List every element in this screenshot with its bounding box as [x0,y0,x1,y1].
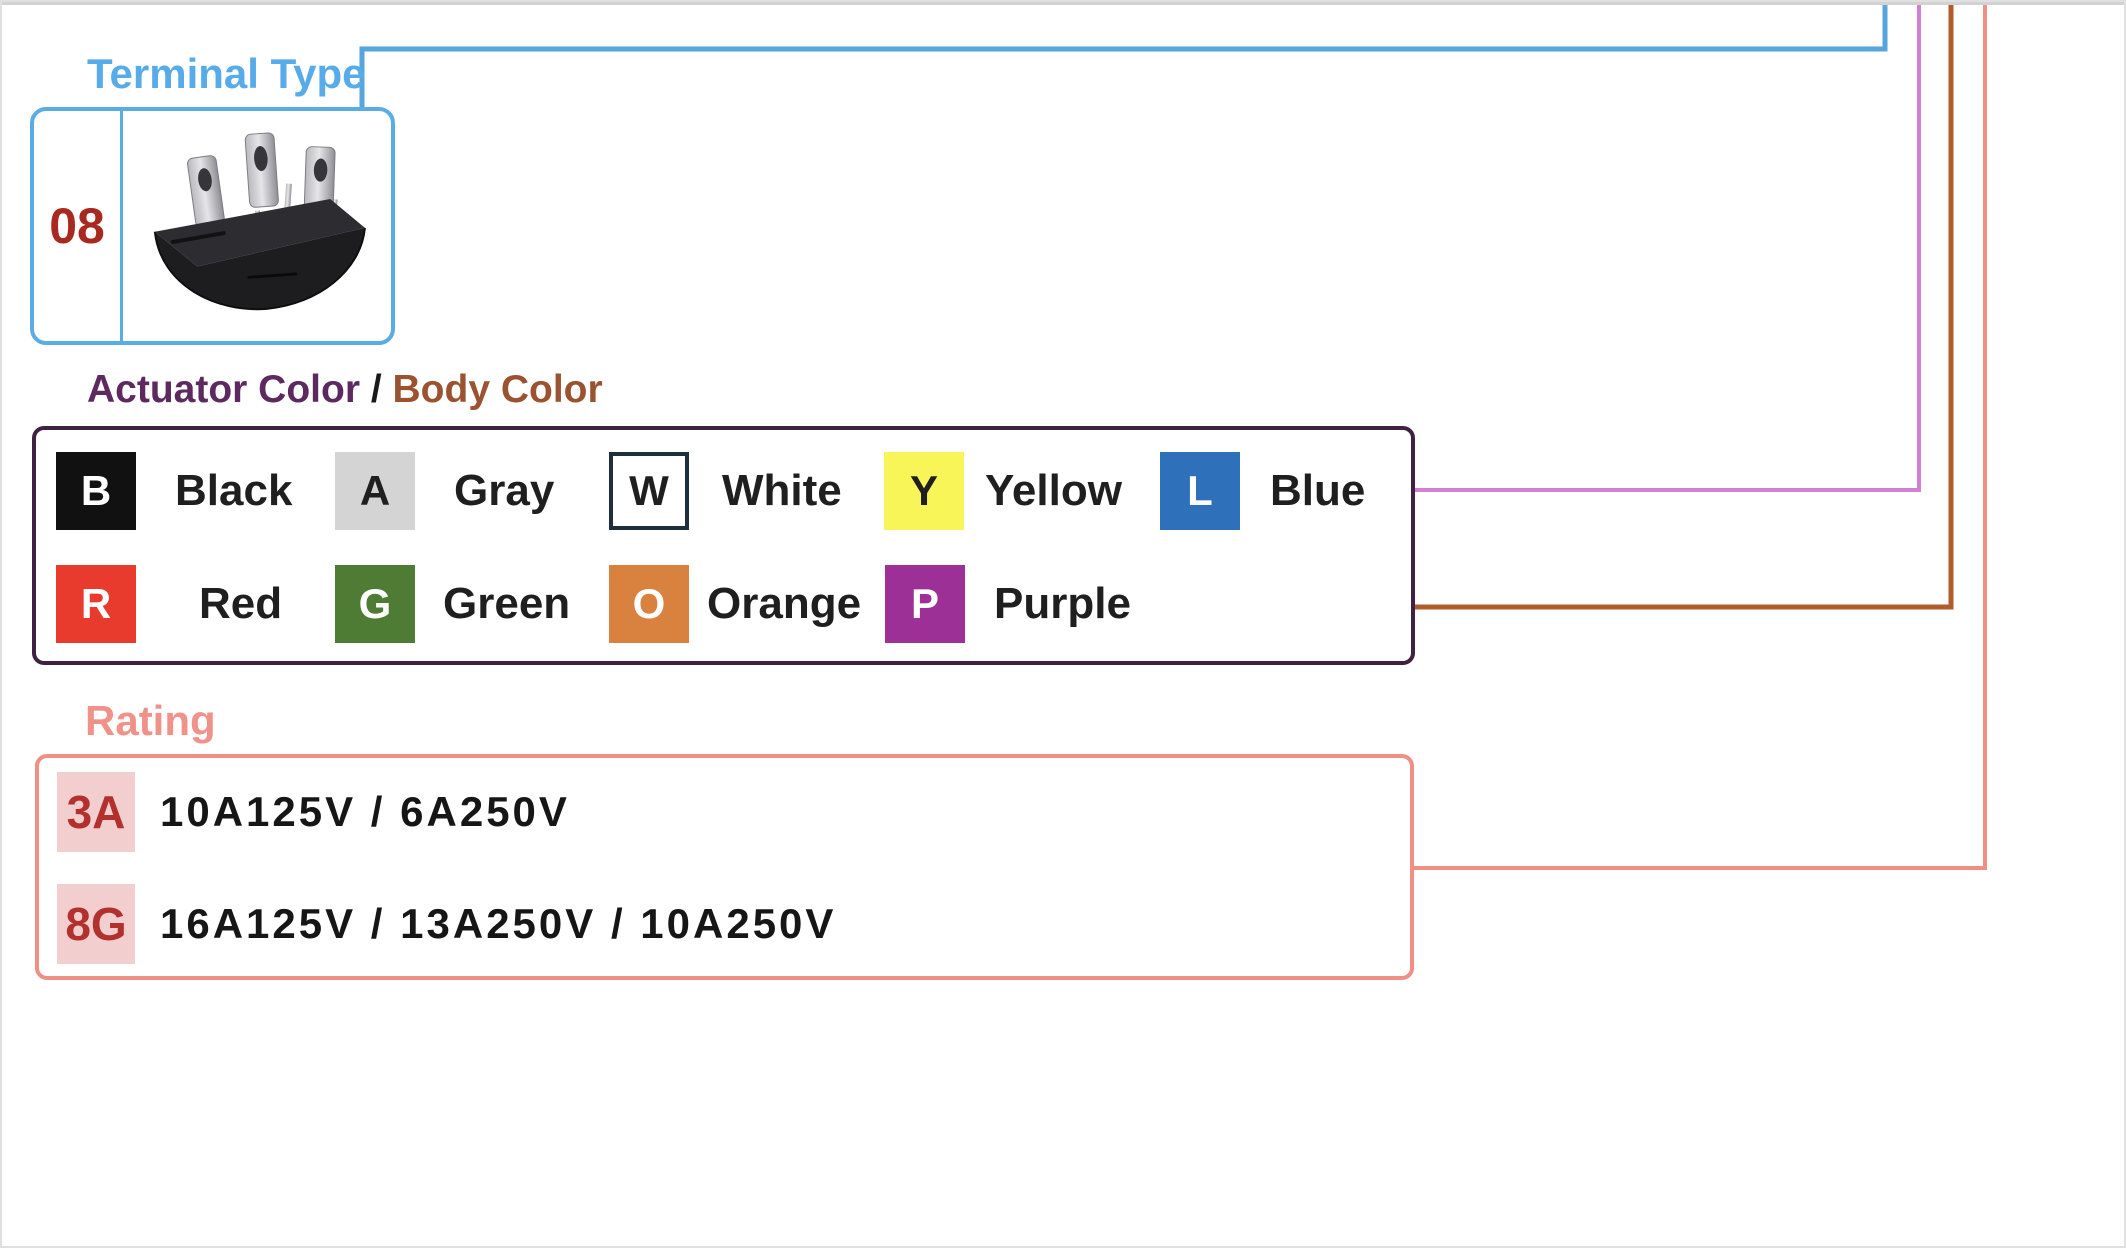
color-code: P [910,580,939,627]
page-top-edge [2,2,2124,5]
rating-heading: Rating [85,697,216,744]
terminal-type-connector-line [359,2,1888,109]
color-swatch-blue: L [1160,452,1240,530]
actuator-color-heading: Actuator Color [87,368,360,411]
terminal-photo [153,132,366,311]
switch-body-slot [247,272,298,279]
switch-body-top [154,199,365,267]
color-label-gray: Gray [454,466,555,515]
color-label-blue: Blue [1270,466,1366,515]
color-code: R [80,580,112,627]
switch-body-slot [170,231,226,245]
color-label-orange: Orange [707,579,862,628]
terminal-tab-holes [198,146,328,192]
color-code: W [629,467,669,514]
terminal-photo-cell [123,111,391,341]
terminal-code: 08 [49,198,105,254]
color-swatch-black: B [56,452,136,530]
rating-code-8g: 8G [57,884,135,964]
terminal-type-box: 08 [30,107,395,345]
color-swatch-green: G [335,565,415,643]
switch-body-hull-edge [153,227,366,311]
color-code-box: B Black A Gray W White Y Yellow L Blue R… [32,426,1415,665]
color-label-white: White [722,466,842,515]
color-label-red: Red [199,579,283,628]
body-color-connector-line [1415,2,1954,610]
actuator-color-connector-line [1415,2,1921,492]
color-section-heading: Actuator Color / Body Color [87,368,603,412]
color-code: O [632,580,666,627]
terminal-type-heading: Terminal Type [87,50,366,97]
rating-code-3a: 3A [57,772,135,852]
color-swatch-yellow: Y [884,452,964,530]
color-code: G [358,580,392,627]
color-code: Y [909,467,938,514]
color-swatch-red: R [56,565,136,643]
heading-separator: / [360,368,393,411]
color-label-purple: Purple [994,579,1131,628]
switch-body-hull [154,227,365,310]
color-label-green: Green [443,579,571,628]
color-swatch-white: W [609,452,689,530]
color-label-yellow: Yellow [985,466,1122,515]
color-swatch-purple: P [885,565,965,643]
rating-box: 3A 10A125V / 6A250V 8G 16A125V / 13A250V… [35,754,1414,980]
color-label-black: Black [175,466,293,515]
rating-value-8g: 16A125V / 13A250V / 10A250V [160,900,837,947]
color-swatch-gray: A [335,452,415,530]
color-code: B [80,467,112,514]
rating-connector-line [1414,2,1987,870]
body-color-heading: Body Color [392,368,603,411]
rating-value-3a: 10A125V / 6A250V [160,788,570,835]
color-code: L [1187,467,1213,514]
terminal-code-cell: 08 [34,111,123,341]
color-swatch-orange: O [609,565,689,643]
color-code: A [359,467,391,514]
